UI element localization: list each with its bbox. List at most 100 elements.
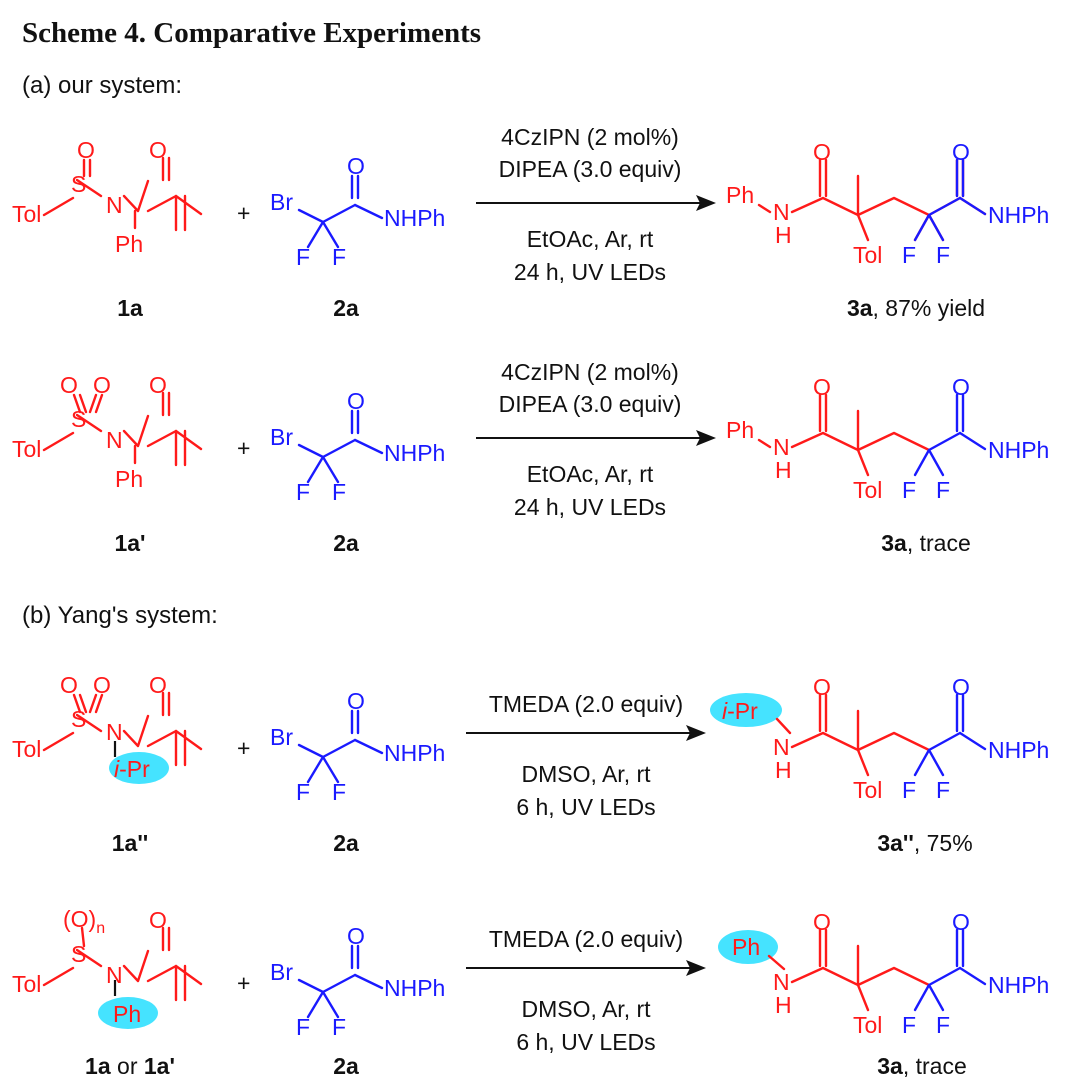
- reagent-label: 2a: [333, 295, 359, 321]
- section-a-label: (a) our system:: [22, 72, 182, 99]
- condition-line-2: DIPEA (3.0 equiv): [499, 156, 682, 182]
- fluorine-atom-1: F: [296, 1014, 310, 1040]
- product-fluorine-1: F: [902, 242, 916, 268]
- carbonyl-oxygen: O: [149, 907, 167, 933]
- reagent-label: 2a: [333, 830, 359, 856]
- bromine-atom: Br: [270, 724, 293, 750]
- product-oxygen-2: O: [952, 139, 970, 165]
- bromine-atom: Br: [270, 959, 293, 985]
- product-n-isopropyl: i-Pr: [722, 698, 758, 724]
- product-nhph: NHPh: [988, 972, 1049, 998]
- isopropyl-highlight: [109, 752, 169, 784]
- product-hydrogen: H: [775, 757, 792, 783]
- reagent-label: 2a: [333, 1053, 359, 1079]
- reagent-oxygen: O: [347, 388, 365, 414]
- substrate-1a: Tol S O N Ph O: [12, 137, 203, 257]
- substrate-label: 1a or 1a': [85, 1053, 175, 1079]
- reaction-arrow: [466, 725, 706, 741]
- product-3a: Ph N H O Tol O F F NHPh: [718, 909, 1049, 1038]
- product-n-phenyl: Ph: [732, 934, 760, 960]
- product-tol-group: Tol: [853, 777, 882, 803]
- reaction-arrow: [476, 195, 716, 211]
- sulfonyl-oxygen-1: O: [60, 672, 78, 698]
- product-label: 3a, trace: [881, 530, 971, 556]
- reagent-2a: Br O NHPh F F: [270, 923, 445, 1040]
- substrate-1a-prime: Tol S O O N Ph O: [12, 372, 203, 492]
- condition-line-2: DIPEA (3.0 equiv): [499, 391, 682, 417]
- product-label: 3a, trace: [877, 1053, 967, 1079]
- fluorine-atom-2: F: [332, 1014, 346, 1040]
- product-tol-group: Tol: [853, 1012, 882, 1038]
- n-phenyl-group: Ph: [113, 1001, 141, 1027]
- fluorine-atom-2: F: [332, 779, 346, 805]
- reaction-arrow: [466, 960, 706, 976]
- substrate-1a-or-1a-prime: Tol S (O)n N Ph O: [12, 906, 203, 1029]
- plus-sign: +: [237, 970, 250, 996]
- n-phenyl-group: Ph: [115, 466, 143, 492]
- reaction-arrow: [476, 430, 716, 446]
- condition-line-1: 4CzIPN (2 mol%): [501, 359, 679, 385]
- product-hydrogen: H: [775, 992, 792, 1018]
- substrate-label: 1a'': [112, 830, 149, 856]
- reaction-row-1: Tol S O N Ph O + Br O NHPh F F 4CzIPN (2…: [12, 124, 1049, 321]
- reagent-2a: Br O NHPh F F: [270, 153, 445, 270]
- product-3a: Ph N H O Tol O F F NHPh: [726, 139, 1049, 268]
- bromine-atom: Br: [270, 189, 293, 215]
- product-n-phenyl: Ph: [726, 417, 754, 443]
- reagent-2a: Br O NHPh F F: [270, 388, 445, 505]
- reaction-row-4: Tol S (O)n N Ph O + Br O NHPh F F TMEDA …: [12, 906, 1049, 1079]
- tol-group: Tol: [12, 201, 41, 227]
- sulfur-atom: S: [71, 941, 86, 967]
- reagent-oxygen: O: [347, 688, 365, 714]
- product-fluorine-2: F: [936, 1012, 950, 1038]
- carbonyl-oxygen: O: [149, 137, 167, 163]
- product-tol-group: Tol: [853, 477, 882, 503]
- product-nitrogen: N: [773, 199, 790, 225]
- sulfinyl-oxygen: O: [77, 137, 95, 163]
- amide-nitrogen: N: [106, 192, 123, 218]
- condition-line-4: 24 h, UV LEDs: [514, 494, 666, 520]
- condition-line-4: 6 h, UV LEDs: [516, 794, 655, 820]
- product-fluorine-2: F: [936, 242, 950, 268]
- product-fluorine-2: F: [936, 777, 950, 803]
- tol-group: Tol: [12, 436, 41, 462]
- reagent-label: 2a: [333, 530, 359, 556]
- condition-line-1: TMEDA (2.0 equiv): [489, 691, 683, 717]
- substrate-label: 1a: [117, 295, 143, 321]
- section-b-label: (b) Yang's system:: [22, 602, 218, 629]
- sulfonyl-oxygen-2: O: [93, 372, 111, 398]
- tol-group: Tol: [12, 971, 41, 997]
- scheme-title: Scheme 4. Comparative Experiments: [22, 17, 481, 49]
- product-tol-group: Tol: [853, 242, 882, 268]
- sulfonyl-oxygen-1: O: [60, 372, 78, 398]
- product-oxygen-2: O: [952, 674, 970, 700]
- product-oxygen-1: O: [813, 374, 831, 400]
- sulfur-atom: S: [71, 406, 86, 432]
- reagent-oxygen: O: [347, 923, 365, 949]
- fluorine-atom-2: F: [332, 479, 346, 505]
- product-oxygen-1: O: [813, 139, 831, 165]
- product-label: 3a, 87% yield: [847, 295, 985, 321]
- condition-line-3: EtOAc, Ar, rt: [527, 226, 654, 252]
- product-nhph: NHPh: [988, 202, 1049, 228]
- condition-line-4: 6 h, UV LEDs: [516, 1029, 655, 1055]
- sulfur-atom: S: [71, 171, 86, 197]
- carbonyl-oxygen: O: [149, 372, 167, 398]
- sulfur-atom: S: [71, 706, 86, 732]
- product-nitrogen: N: [773, 434, 790, 460]
- sulfonyl-oxygen-2: O: [93, 672, 111, 698]
- amide-nitrogen: N: [106, 962, 123, 988]
- product-nhph: NHPh: [988, 437, 1049, 463]
- condition-line-1: 4CzIPN (2 mol%): [501, 124, 679, 150]
- product-fluorine-1: F: [902, 1012, 916, 1038]
- product-oxygen-2: O: [952, 374, 970, 400]
- reagent-nhph: NHPh: [384, 440, 445, 466]
- product-n-phenyl: Ph: [726, 182, 754, 208]
- product-fluorine-1: F: [902, 477, 916, 503]
- fluorine-atom-2: F: [332, 244, 346, 270]
- tol-group: Tol: [12, 736, 41, 762]
- product-hydrogen: H: [775, 222, 792, 248]
- amide-nitrogen: N: [106, 719, 123, 745]
- product-3a-double-prime: i-Pr N H O Tol O F F NHPh: [710, 674, 1049, 803]
